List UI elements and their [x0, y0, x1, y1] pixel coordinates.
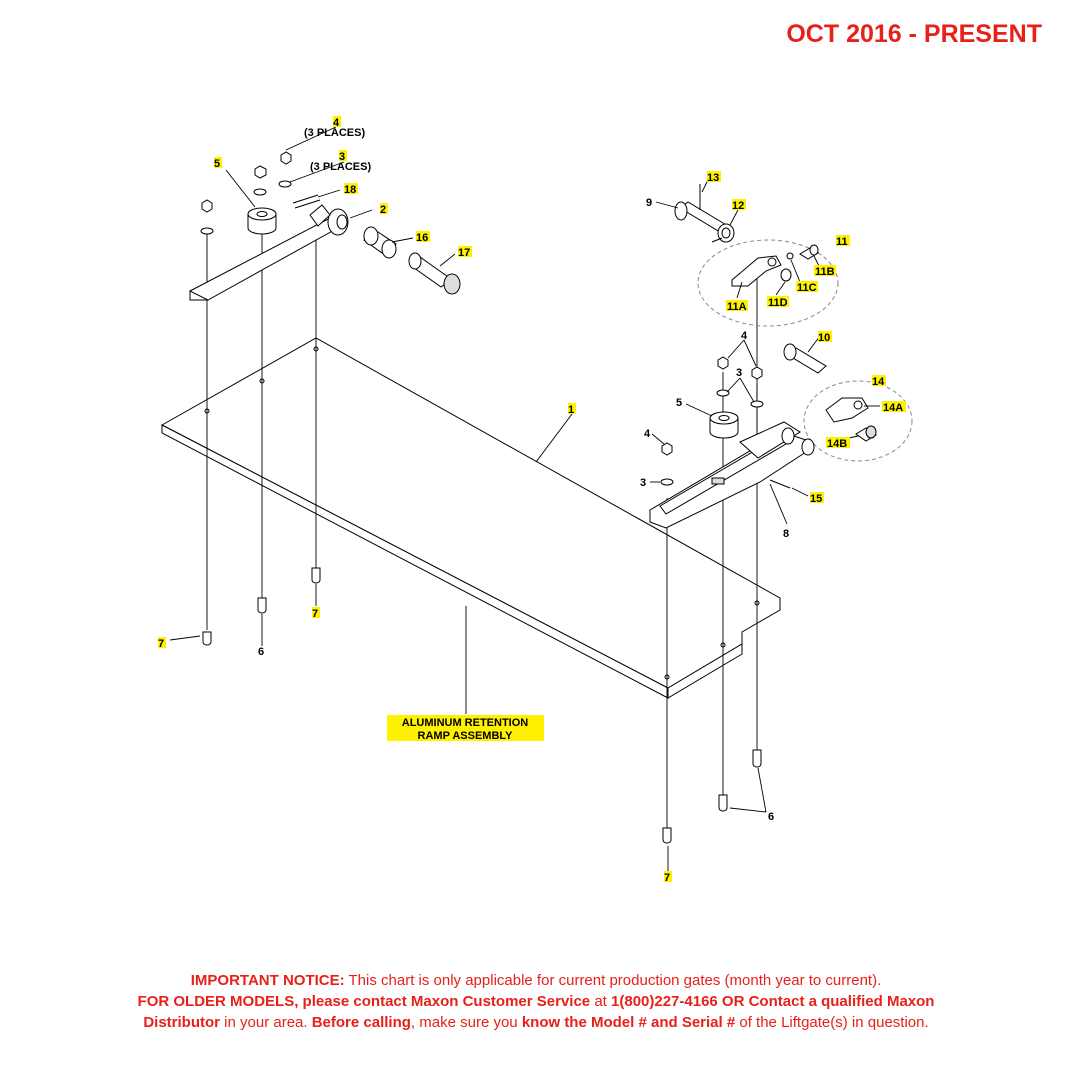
left-spacer — [247, 207, 277, 235]
callout-9: 9 — [646, 197, 652, 209]
callout-4c: 4 — [644, 428, 651, 440]
callout-5b: 5 — [676, 397, 682, 409]
callout-11a: 11A — [727, 301, 747, 313]
notice-model-serial: know the Model # and Serial # — [521, 1014, 736, 1031]
callout-4-places: (3 PLACES) — [304, 127, 365, 139]
callout-11b: 11B — [815, 266, 835, 278]
callout-17: 17 — [458, 247, 470, 259]
detail-14-circle — [803, 380, 913, 462]
callout-7a: 7 — [158, 638, 164, 650]
latch-14A — [825, 397, 869, 423]
left-hinge-arm — [189, 204, 349, 301]
callout-1: 1 — [568, 404, 574, 416]
bushing-16 — [363, 226, 397, 259]
left-nuts-washers — [200, 151, 292, 235]
pin-10 — [783, 343, 827, 374]
right-nuts-washers — [660, 356, 764, 486]
notice-heading: IMPORTANT NOTICE: — [190, 972, 345, 989]
page-title: OCT 2016 - PRESENT — [786, 20, 1042, 48]
notice-line1: This chart is only applicable for curren… — [344, 972, 882, 989]
notice-in-area: in your area. — [220, 1014, 312, 1031]
assembly-label-line1: ALUMINUM RETENTION — [402, 717, 529, 729]
callout-5a: 5 — [214, 158, 220, 170]
roll-pin-15 — [769, 479, 791, 489]
notice-older-models: FOR OLDER MODELS, please contact Maxon C… — [137, 993, 591, 1010]
callout-18: 18 — [344, 184, 356, 196]
bushing-14B — [855, 425, 877, 442]
callout-2: 2 — [380, 204, 386, 216]
exploded-parts-diagram: 4 (3 PLACES) 3 (3 PLACES) 5 18 2 16 17 1… — [158, 116, 913, 884]
callout-14b: 14B — [827, 438, 847, 450]
notice-make-sure: , make sure you — [410, 1014, 522, 1031]
right-spacer — [709, 411, 739, 439]
callout-6a: 6 — [258, 646, 264, 658]
callout-7b: 7 — [312, 608, 318, 620]
washer-11C — [786, 252, 794, 260]
ramp-plate — [160, 337, 781, 699]
notice-liftgate: of the Liftgate(s) in question. — [735, 1014, 929, 1031]
callout-4b: 4 — [741, 330, 748, 342]
callout-16: 16 — [416, 232, 428, 244]
callout-15: 15 — [810, 493, 822, 505]
pin-18 — [292, 194, 321, 209]
callout-3-places: (3 PLACES) — [310, 161, 371, 173]
callout-11c: 11C — [797, 282, 817, 294]
bushing-11D — [780, 268, 792, 282]
callout-11d: 11D — [768, 297, 788, 309]
notice-before-calling: Before calling — [311, 1014, 411, 1031]
detail-11-circle — [697, 239, 839, 327]
screw-11B — [799, 244, 819, 260]
callout-3b: 3 — [736, 367, 742, 379]
callout-7c: 7 — [664, 872, 670, 884]
track-8 — [649, 421, 815, 529]
callout-8: 8 — [783, 528, 789, 540]
notice-phone: 1(800)227-4166 OR Contact a qualified Ma… — [611, 993, 935, 1010]
screws — [202, 567, 762, 844]
callout-6b: 6 — [768, 811, 774, 823]
callouts: 4 (3 PLACES) 3 (3 PLACES) 5 18 2 16 17 1… — [158, 116, 906, 884]
callout-4a: 4 — [333, 117, 340, 129]
leader-lines — [169, 126, 880, 872]
notice-at: at — [590, 993, 612, 1010]
spring-12 — [711, 223, 735, 243]
latch-11A — [731, 255, 782, 287]
callout-13: 13 — [707, 172, 719, 184]
pin-17 — [408, 252, 461, 295]
callout-11: 11 — [836, 236, 848, 248]
callout-14: 14 — [872, 376, 885, 388]
important-notice: IMPORTANT NOTICE: This chart is only app… — [0, 970, 1072, 1033]
assembly-label-line2: RAMP ASSEMBLY — [418, 730, 514, 742]
notice-distributor: Distributor — [143, 1014, 220, 1031]
callout-10: 10 — [818, 332, 830, 344]
callout-3c: 3 — [640, 477, 646, 489]
callout-12: 12 — [732, 200, 744, 212]
callout-3a: 3 — [339, 151, 345, 163]
callout-14a: 14A — [883, 402, 903, 414]
